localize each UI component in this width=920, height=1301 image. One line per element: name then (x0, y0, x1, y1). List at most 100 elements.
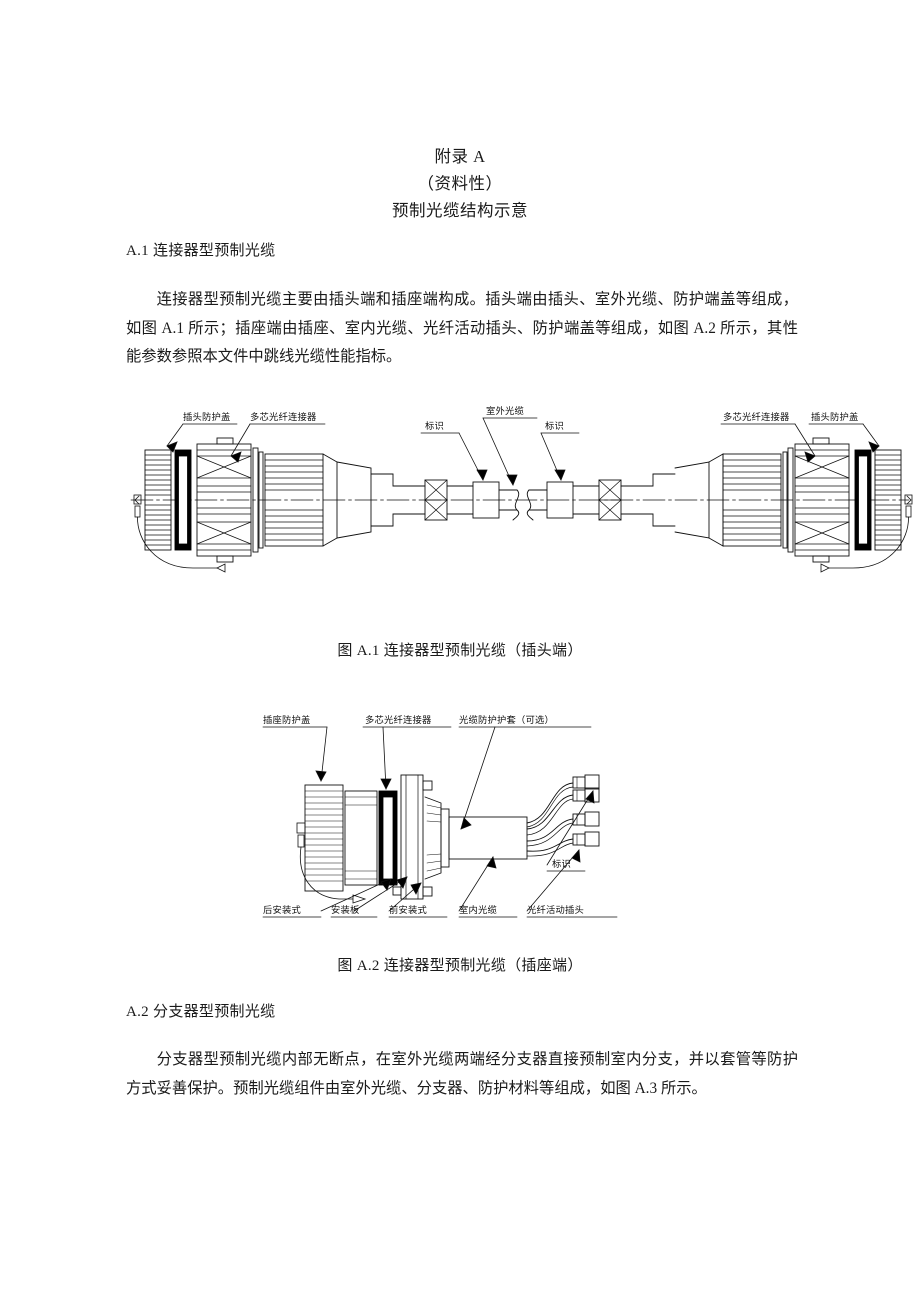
label-cable-sheath: 光缆防护护套（可选） (459, 714, 554, 726)
left-boot (336, 461, 372, 539)
arrow-fiber-plug (571, 849, 581, 863)
arrow-marker (585, 790, 595, 804)
appendix-title-block: 附录 A （资料性） 预制光缆结构示意 (0, 143, 920, 224)
left-backshell (264, 453, 324, 547)
right-backshell-knurl (722, 459, 782, 541)
figure-a1-caption: 图 A.1 连接器型预制光缆（插头端） (337, 643, 583, 659)
leader-rear-mount (320, 878, 392, 912)
label-fiber-plug: 光纤活动插头 (527, 904, 584, 916)
right-flange-a (787, 447, 794, 553)
figure-a2-leaders (262, 726, 618, 918)
appendix-title-line-2: （资料性） (417, 174, 503, 193)
right-backshell (722, 453, 782, 547)
pigtail-1 (526, 782, 574, 824)
right-marker-sleeve (546, 481, 574, 519)
label-marker-left: 标识 (425, 420, 444, 432)
appendix-title-line-3: 预制光缆结构示意 (392, 201, 528, 220)
right-boot (674, 461, 710, 539)
label-mounting-plate: 安装板 (331, 904, 360, 916)
socket-cap-tether (296, 822, 367, 904)
section-heading-a2: A.2 分支器型预制光缆 (126, 1004, 276, 1020)
figure-a2-caption: 图 A.2 连接器型预制光缆（插座端） (337, 958, 583, 974)
mounting-plate (400, 774, 424, 900)
leader-sheath (460, 726, 496, 830)
cable-sheath (448, 816, 528, 860)
section-paragraph-a1: 连接器型预制光缆主要由插头端和插座端构成。插头端由插头、室外光缆、防护端盖等组成… (126, 291, 798, 365)
appendix-title-line-1: 附录 A (434, 147, 486, 166)
left-cap-ring-knurl (144, 454, 172, 546)
pigtail-connectors (572, 774, 600, 847)
socket-cap-inner (382, 796, 394, 880)
label-plug-cap-right: 插头防护盖 (811, 411, 859, 423)
arrow-marker-right (554, 469, 566, 481)
arrow-front-mount (410, 882, 422, 895)
cable-break-symbol (512, 489, 534, 521)
left-flange-a (252, 447, 259, 553)
arrow-sheath (460, 817, 472, 830)
leader-marker (546, 790, 594, 866)
label-mpo-connector: 多芯光纤连接器 (365, 714, 432, 726)
receptacle-assembly (296, 774, 528, 904)
receptacle-knurl-lines (304, 790, 344, 882)
leader-outdoor-cable (482, 417, 514, 486)
label-front-mount: 前安装式 (389, 904, 427, 916)
left-cable-run (392, 473, 518, 527)
right-nut-key-bottom (812, 555, 830, 563)
right-cap-ring-knurl (874, 454, 902, 546)
section-paragraph-a2: 分支器型预制光缆内部无断点，在室外光缆两端经分支器直接预制室内分支，并以套管等防… (126, 1051, 798, 1097)
label-mpo-connector-right: 多芯光纤连接器 (723, 411, 790, 423)
figure-a2: 插座防护盖 多芯光纤连接器 光缆防护护套（可选） 标识 后安装式 安装板 前安装… (255, 705, 705, 935)
arrow-indoor-cable (486, 856, 497, 869)
label-marker: 标识 (552, 858, 571, 870)
left-nut-key-top (216, 437, 234, 445)
leader-fiber-plug (526, 849, 580, 912)
leader-plug-cap-right (862, 423, 880, 447)
pigtail-2 (526, 794, 574, 830)
figure-a2-drawing: 插座防护盖 多芯光纤连接器 光缆防护护套（可选） 标识 后安装式 安装板 前安装… (262, 714, 618, 918)
left-cap-ring (144, 449, 172, 551)
label-indoor-cable: 室内光缆 (459, 904, 497, 916)
label-plug-cap-left: 插头防护盖 (183, 411, 231, 423)
arrow-socket-cap (315, 770, 327, 782)
arrow-rear-mount (380, 878, 392, 891)
right-cap-inner (858, 455, 868, 545)
left-backshell-knurl (264, 459, 324, 541)
right-cap-tether (820, 494, 913, 573)
right-flange-b (782, 451, 788, 549)
left-strain-relief (322, 453, 338, 547)
left-cap-tether (133, 494, 226, 573)
left-cap-inner (178, 455, 188, 545)
right-plug-assembly (652, 437, 913, 573)
label-rear-mount: 后安装式 (263, 904, 301, 916)
right-cap-ring (874, 449, 902, 551)
right-nut-key-top (812, 437, 830, 445)
leader-mpo-left (230, 423, 251, 457)
receptacle-rear-body (424, 796, 442, 880)
fiber-pigtail-fan (526, 774, 600, 857)
label-mpo-connector-left: 多芯光纤连接器 (250, 411, 317, 423)
label-outdoor-cable: 室外光缆 (486, 405, 524, 417)
left-nut-key-bottom (216, 555, 234, 563)
left-coupling-hatch (196, 449, 252, 551)
right-coupling-hatch (794, 449, 850, 551)
figure-a1-drawing: 插头防护盖 多芯光纤连接器 标识 室外光缆 标识 多芯光纤连接器 插头防护盖 (130, 405, 913, 573)
pigtail-4 (526, 838, 574, 852)
arrow-mpo (380, 778, 392, 790)
arrow-outdoor-cable (506, 474, 518, 486)
arrow-marker-left (476, 469, 488, 481)
arrow-plug-cap-right (868, 441, 880, 453)
left-flange-b (258, 451, 264, 549)
arrow-plug-cap-left (166, 441, 178, 453)
leader-mounting-plate (353, 876, 408, 912)
arrow-mounting-plate (396, 876, 408, 889)
receptacle-shell (344, 790, 378, 886)
leader-plug-cap-left (166, 423, 184, 447)
right-cable-run (528, 473, 654, 527)
arrow-mpo-right (804, 451, 816, 463)
figure-a1: 插头防护盖 多芯光纤连接器 标识 室外光缆 标识 多芯光纤连接器 插头防护盖 (125, 400, 915, 600)
label-marker-right: 标识 (545, 420, 564, 432)
section-heading-a1: A.1 连接器型预制光缆 (126, 243, 276, 259)
receptacle-gland (440, 808, 450, 868)
leader-mpo-right (794, 423, 816, 457)
